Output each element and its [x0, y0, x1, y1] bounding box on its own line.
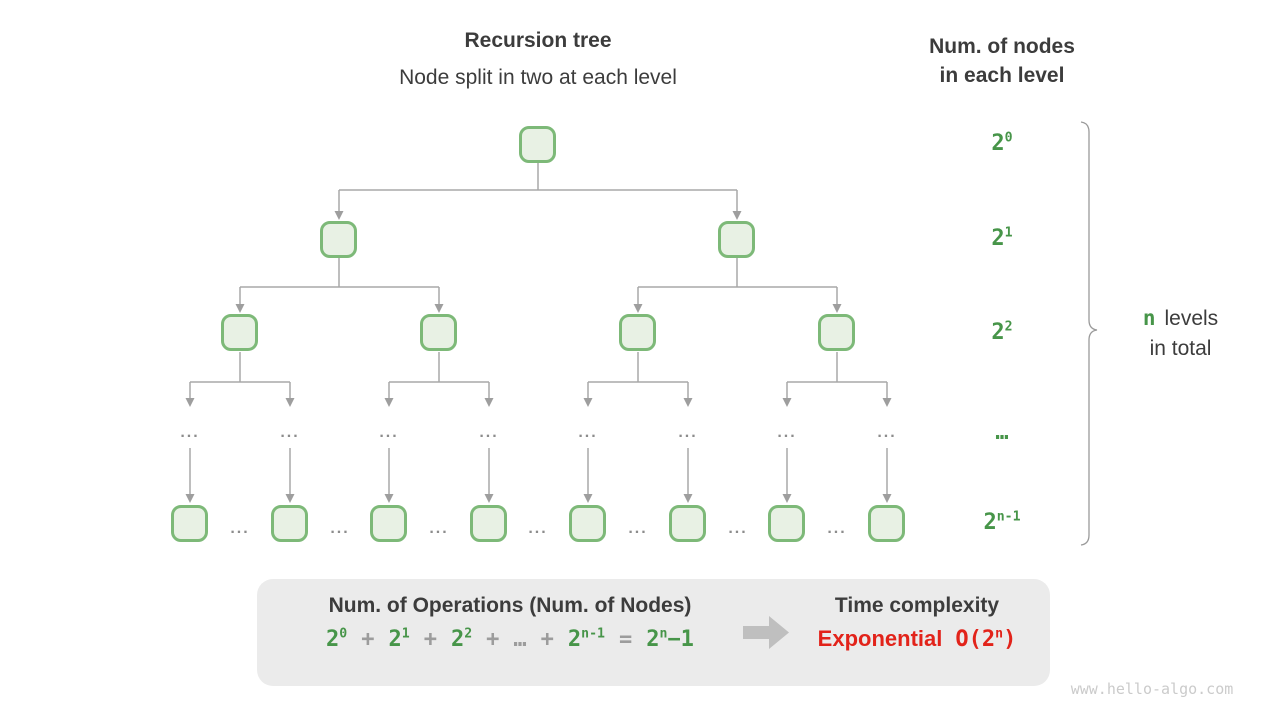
complexity-word: Exponential — [817, 626, 943, 651]
connector-lines — [189, 163, 888, 494]
leaf-ellipsis: ... — [528, 520, 548, 537]
tree-node — [818, 314, 855, 351]
watermark: www.hello-algo.com — [1070, 680, 1234, 698]
leaf-ellipsis: ... — [429, 520, 449, 537]
right-arrow-icon — [743, 616, 789, 649]
page-subtitle: Node split in two at each level — [399, 66, 677, 89]
summary-box: Num. of Operations (Num. of Nodes) 20+21… — [257, 579, 1050, 686]
tree-ellipsis: ... — [180, 424, 200, 441]
leaf-ellipsis: ... — [628, 520, 648, 537]
leaf-ellipsis: ... — [827, 520, 847, 537]
tree-leaf — [768, 505, 805, 542]
level-label-ellipsis: … — [995, 420, 1009, 445]
tree-node-root — [519, 126, 556, 163]
leaf-ellipsis: ... — [230, 520, 250, 537]
arrowheads — [185, 211, 892, 503]
tree-ellipsis: ... — [777, 424, 797, 441]
level-label-n-1: 2n-1 — [983, 509, 1021, 535]
big-o-notation: O(2n) — [955, 626, 1017, 652]
level-label-1: 21 — [991, 225, 1013, 251]
right-header: Num. of nodes in each level — [900, 32, 1104, 90]
tree-ellipsis: ... — [379, 424, 399, 441]
tree-leaf — [470, 505, 507, 542]
tree-node — [619, 314, 656, 351]
tree-ellipsis: ... — [678, 424, 698, 441]
tree-node — [320, 221, 357, 258]
tree-leaf — [669, 505, 706, 542]
tree-node — [718, 221, 755, 258]
tree-ellipsis: ... — [280, 424, 300, 441]
tree-leaf — [171, 505, 208, 542]
right-header-line2: in each level — [939, 64, 1065, 87]
brace-n: n — [1142, 306, 1156, 330]
right-header-line1: Num. of nodes — [929, 35, 1075, 58]
complexity-value: Exponential O(2n) — [797, 626, 1037, 652]
leaf-ellipsis: ... — [728, 520, 748, 537]
operations-formula: 20+21+22+…+2n-1=2n−1 — [326, 626, 694, 652]
tree-ellipsis: ... — [578, 424, 598, 441]
time-complexity-column: Time complexity Exponential O(2n) — [797, 594, 1037, 652]
tree-leaf — [370, 505, 407, 542]
leaf-ellipsis: ... — [330, 520, 350, 537]
brace-label-line2: in total — [1149, 337, 1212, 360]
tree-node — [221, 314, 258, 351]
tree-leaf — [271, 505, 308, 542]
brace-levels-text: levels — [1164, 307, 1219, 330]
operations-column: Num. of Operations (Num. of Nodes) 20+21… — [275, 594, 745, 652]
brace — [1080, 121, 1098, 546]
tree-node — [420, 314, 457, 351]
page-title: Recursion tree — [464, 29, 612, 52]
level-label-0: 20 — [991, 130, 1013, 156]
tree-ellipsis: ... — [479, 424, 499, 441]
level-label-2: 22 — [991, 319, 1013, 345]
tree-ellipsis: ... — [877, 424, 897, 441]
operations-title: Num. of Operations (Num. of Nodes) — [328, 594, 692, 617]
tree-leaf — [569, 505, 606, 542]
time-complexity-title: Time complexity — [834, 594, 1000, 617]
tree-leaf — [868, 505, 905, 542]
